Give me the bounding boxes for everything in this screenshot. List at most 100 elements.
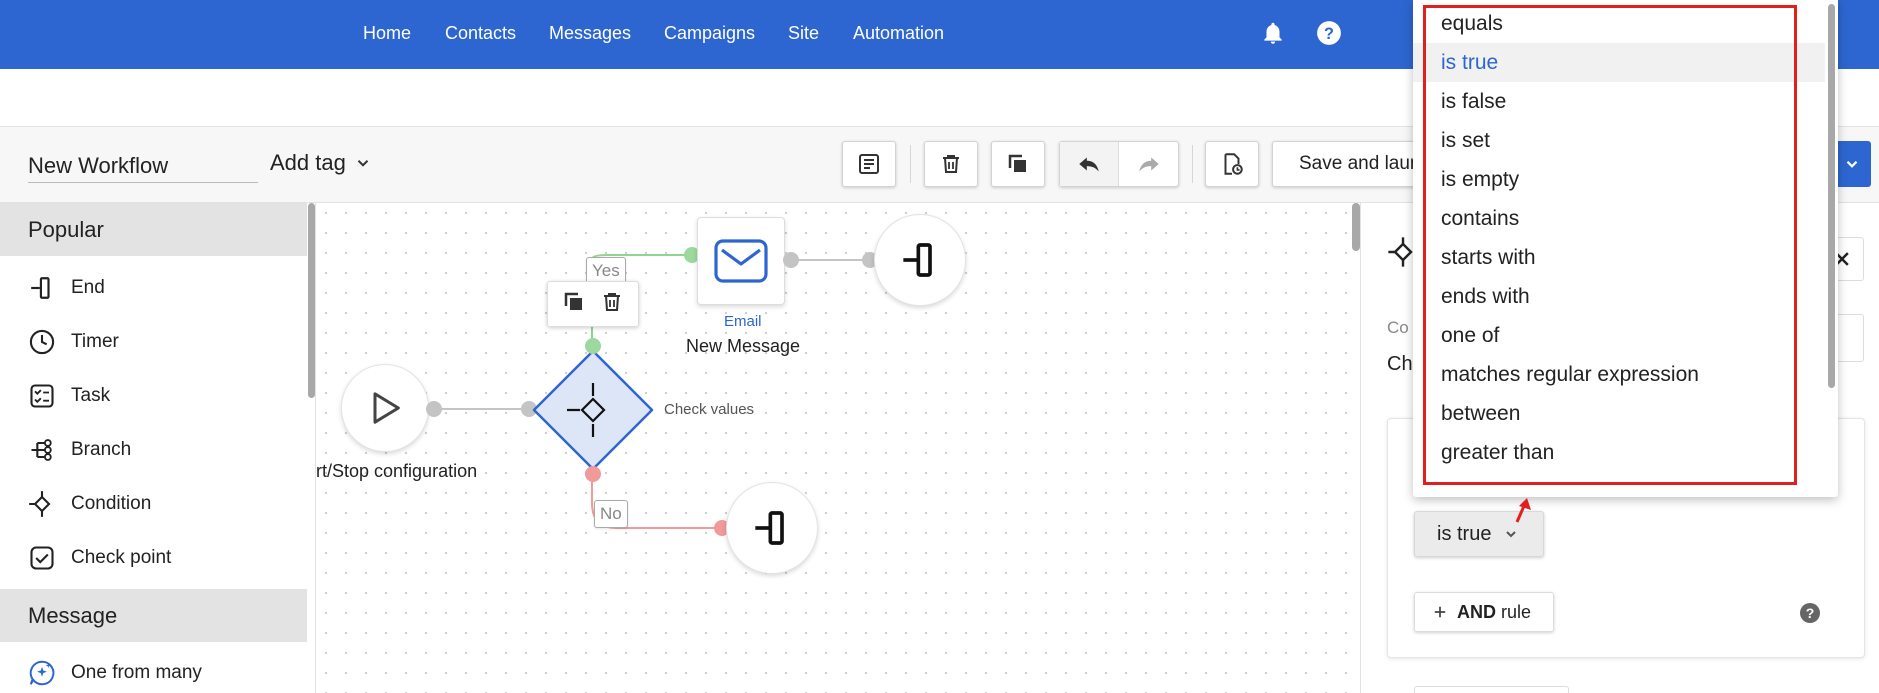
undo-icon: [1079, 157, 1099, 172]
dropdown-option-between[interactable]: between: [1441, 402, 1521, 425]
add-tag-dropdown[interactable]: Add tag: [270, 150, 372, 176]
connector-dot[interactable]: [426, 401, 442, 417]
and-rule-text: rule: [1501, 601, 1532, 622]
help-icon[interactable]: ?: [1316, 20, 1342, 46]
dropdown-option-one-of[interactable]: one of: [1441, 324, 1500, 347]
condition-icon: [1388, 237, 1413, 267]
palette-item-label: One from many: [71, 662, 202, 683]
canvas-scrollbar[interactable]: [1352, 203, 1360, 251]
delete-button[interactable]: [924, 141, 978, 187]
duplicate-button[interactable]: [991, 141, 1045, 187]
email-node-label: New Message: [686, 336, 801, 356]
trash-icon: [943, 155, 959, 173]
dropdown-option-greater-than[interactable]: greater than: [1441, 441, 1555, 464]
chevron-down-icon: [357, 160, 369, 167]
dropdown-option-is-empty[interactable]: is empty: [1441, 168, 1520, 191]
panel-bottom-button[interactable]: [1414, 686, 1569, 693]
dropdown-option-ends-with[interactable]: ends with: [1441, 285, 1530, 308]
palette-item-end[interactable]: End: [0, 261, 307, 315]
plus-icon: [1434, 606, 1446, 618]
chevron-down-icon: [1846, 160, 1858, 168]
dropdown-option-equals[interactable]: equals: [1441, 12, 1503, 35]
workflow-edges: [434, 254, 866, 529]
connector-dot[interactable]: [521, 401, 537, 417]
operator-select[interactable]: is true: [1414, 511, 1544, 557]
palette-item-label: Timer: [71, 331, 119, 352]
svg-text:?: ?: [1324, 25, 1334, 43]
save-and-launch-button[interactable]: Save and laun: [1272, 141, 1432, 187]
end-icon: [755, 511, 784, 545]
yes-connector-dot[interactable]: [585, 338, 601, 354]
section-header-popular: Popular: [0, 203, 307, 256]
workflow-canvas[interactable]: rt/Stop configuration Check values Yes N…: [316, 203, 1360, 693]
palette-item-timer[interactable]: Timer: [0, 315, 307, 369]
nav-site[interactable]: Site: [788, 23, 820, 43]
nav-campaigns[interactable]: Campaigns: [664, 23, 756, 43]
dropdown-scrollbar[interactable]: [1828, 4, 1835, 388]
task-icon: [26, 380, 58, 412]
annotation-arrow-icon: [1515, 498, 1531, 523]
notes-icon: [859, 154, 879, 174]
history-button[interactable]: [1205, 141, 1259, 187]
palette-item-branch[interactable]: Branch: [0, 423, 307, 477]
nav-contacts[interactable]: Contacts: [445, 23, 517, 43]
end-icon: [26, 272, 58, 304]
end-icon: [903, 243, 932, 277]
palette-item-check-point[interactable]: Check point: [0, 531, 307, 585]
toolbar-divider: [910, 145, 911, 183]
palette-item-label: Branch: [71, 439, 132, 460]
palette-item-label: Check point: [71, 547, 172, 568]
notes-button[interactable]: [842, 141, 896, 187]
dropdown-option-is-set[interactable]: is set: [1441, 129, 1491, 152]
palette-item-condition[interactable]: Condition: [0, 477, 307, 531]
trash-icon[interactable]: [600, 290, 624, 319]
section-header-message: Message: [0, 589, 307, 642]
connector-dot[interactable]: [684, 247, 700, 263]
copy-icon[interactable]: [562, 290, 586, 319]
end-node[interactable]: [874, 214, 966, 306]
dropdown-option-matches-regex[interactable]: matches regular expression: [1441, 363, 1699, 386]
start-node[interactable]: [341, 364, 429, 452]
palette-item-label: End: [71, 277, 105, 298]
chevron-down-icon: [1506, 531, 1517, 538]
launch-options-button[interactable]: [1833, 141, 1871, 187]
connector-dot[interactable]: [783, 252, 799, 268]
dropdown-option-starts-with[interactable]: starts with: [1441, 246, 1536, 269]
palette-item-label: Task: [71, 385, 111, 406]
operator-select-value: is true: [1437, 522, 1492, 545]
sidebar-scrollbar[interactable]: [308, 203, 315, 398]
start-node-label: rt/Stop configuration: [316, 461, 478, 481]
sparkle-chat-icon: [26, 657, 58, 689]
timer-icon: [26, 326, 58, 358]
undo-button[interactable]: [1060, 142, 1120, 186]
condition-node[interactable]: [530, 347, 656, 473]
copy-icon: [1008, 154, 1026, 172]
no-connector-dot[interactable]: [585, 466, 601, 482]
condition-icon: [567, 383, 606, 437]
redo-button[interactable]: [1119, 142, 1178, 186]
node-palette-sidebar: Popular End Timer Task Branch Condition …: [0, 203, 316, 693]
email-node[interactable]: [697, 217, 785, 305]
add-and-rule-button[interactable]: AND rule: [1414, 592, 1554, 632]
workflow-name-input[interactable]: [28, 149, 258, 183]
condition-node-label: Check values: [664, 401, 755, 418]
condition-field-value: Ch: [1387, 353, 1413, 375]
envelope-icon: [714, 239, 768, 283]
toolbar-divider: [1192, 145, 1193, 183]
palette-item-one-from-many[interactable]: One from many: [0, 646, 307, 693]
help-icon[interactable]: ?: [1800, 603, 1820, 623]
nav-home[interactable]: Home: [363, 23, 412, 43]
checkpoint-icon: [26, 542, 58, 574]
bell-icon[interactable]: [1260, 20, 1286, 46]
palette-item-task[interactable]: Task: [0, 369, 307, 423]
dropdown-option-is-false[interactable]: is false: [1441, 90, 1507, 113]
dropdown-option-is-true[interactable]: is true: [1413, 43, 1825, 82]
dropdown-option-contains[interactable]: contains: [1441, 207, 1520, 230]
condition-icon: [26, 488, 58, 520]
nav-messages[interactable]: Messages: [549, 23, 632, 43]
email-node-type: Email: [724, 313, 762, 330]
end-node[interactable]: [726, 482, 818, 574]
nav-automation[interactable]: Automation: [853, 23, 945, 43]
add-tag-label: Add tag: [270, 150, 346, 175]
history-icon: [1224, 153, 1243, 175]
